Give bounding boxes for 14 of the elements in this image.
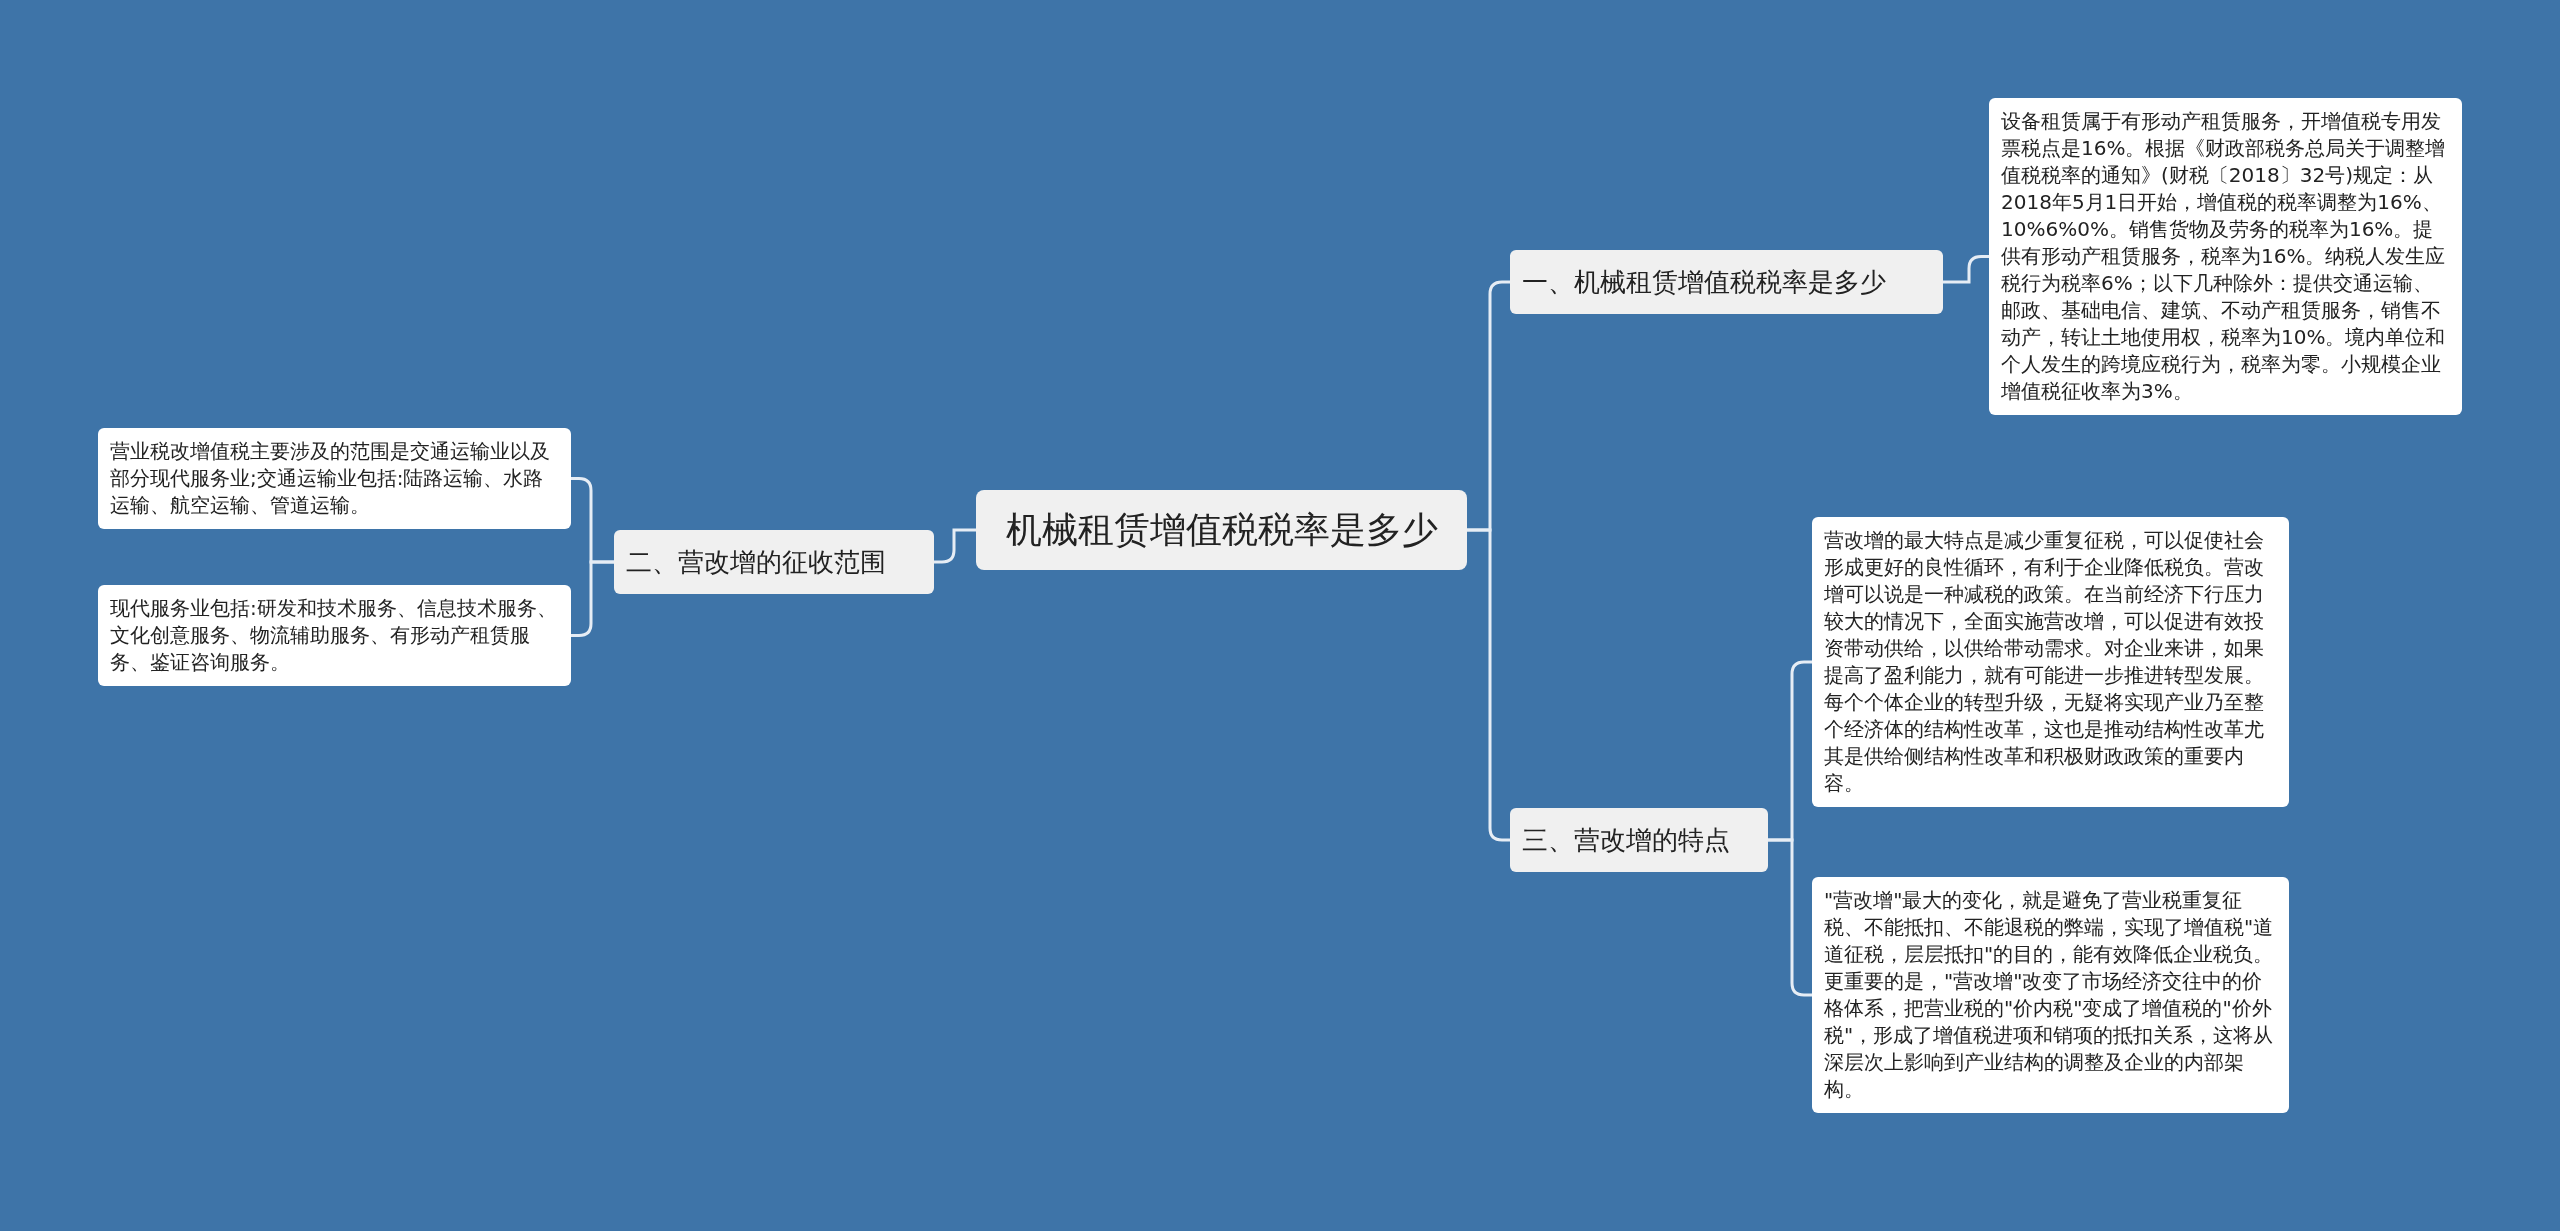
connector-line: [934, 528, 976, 564]
central-topic-box: 机械租赁增值税税率是多少: [976, 490, 1467, 570]
branch-topic-box: 二、营改增的征收范围: [614, 530, 934, 594]
branch-topic-box: 三、营改增的特点: [1510, 808, 1768, 872]
connector-line: [1768, 838, 1812, 997]
connector-line: [1467, 528, 1510, 842]
branch-topic-box: 一、机械租赁增值税税率是多少: [1510, 250, 1943, 314]
connector-line: [1943, 255, 1989, 284]
text-card: 营改增的最大特点是减少重复征税，可以促使社会形成更好的良性循环，有利于企业降低税负。营改增可以说是一种减税的政策。在当前经济下行压力较大的情况下，全面实施营改增，可以促进有效投资带动供给，以供给带动需求。对企业来讲，如果提高了盈利能力，就有可能进一步推进转型发展。每个个体企业的转型升级，无疑将实现产业乃至整个经济体的结构性改革，这也是推动结构性改革尤其是供给侧结构性改革和积极财政政策的重要内容。: [1812, 517, 2289, 807]
connector-line: [571, 560, 614, 637]
text-card: 现代服务业包括:研发和技术服务、信息技术服务、文化创意服务、物流辅助服务、有形动产租赁服务、鉴证咨询服务。: [98, 585, 571, 686]
text-card: 设备租赁属于有形动产租赁服务，开增值税专用发票税点是16%。根据《财政部税务总局关于调整增值税税率的通知》(财税〔2018〕32号)规定：从2018年5月1日开始，增值税的税率调整为16%、10%6%0%。销售货物及劳务的税率为16%。提供有形动产租赁服务，税率为16%。纳税人发生应税行为税率6%；以下几种除外：提供交通运输、邮政、基础电信、建筑、不动产租赁服务，销售不动产，转让土地使用权，税率为10%。境内单位和个人发生的跨境应税行为，税率为零。小规模企业增值税征收率为3%。: [1989, 98, 2462, 415]
text-card: 营业税改增值税主要涉及的范围是交通运输业以及部分现代服务业;交通运输业包括:陆路运输、水路运输、航空运输、管道运输。: [98, 428, 571, 529]
text-card: "营改增"最大的变化，就是避免了营业税重复征税、不能抵扣、不能退税的弊端，实现了增值税"道道征税，层层抵扣"的目的，能有效降低企业税负。更重要的是，"营改增"改变了市场经济交往中的价格体系，把营业税的"价内税"变成了增值税的"价外税"，形成了增值税进项和销项的抵扣关系，这将从深层次上影响到产业结构的调整及企业的内部架构。: [1812, 877, 2289, 1113]
